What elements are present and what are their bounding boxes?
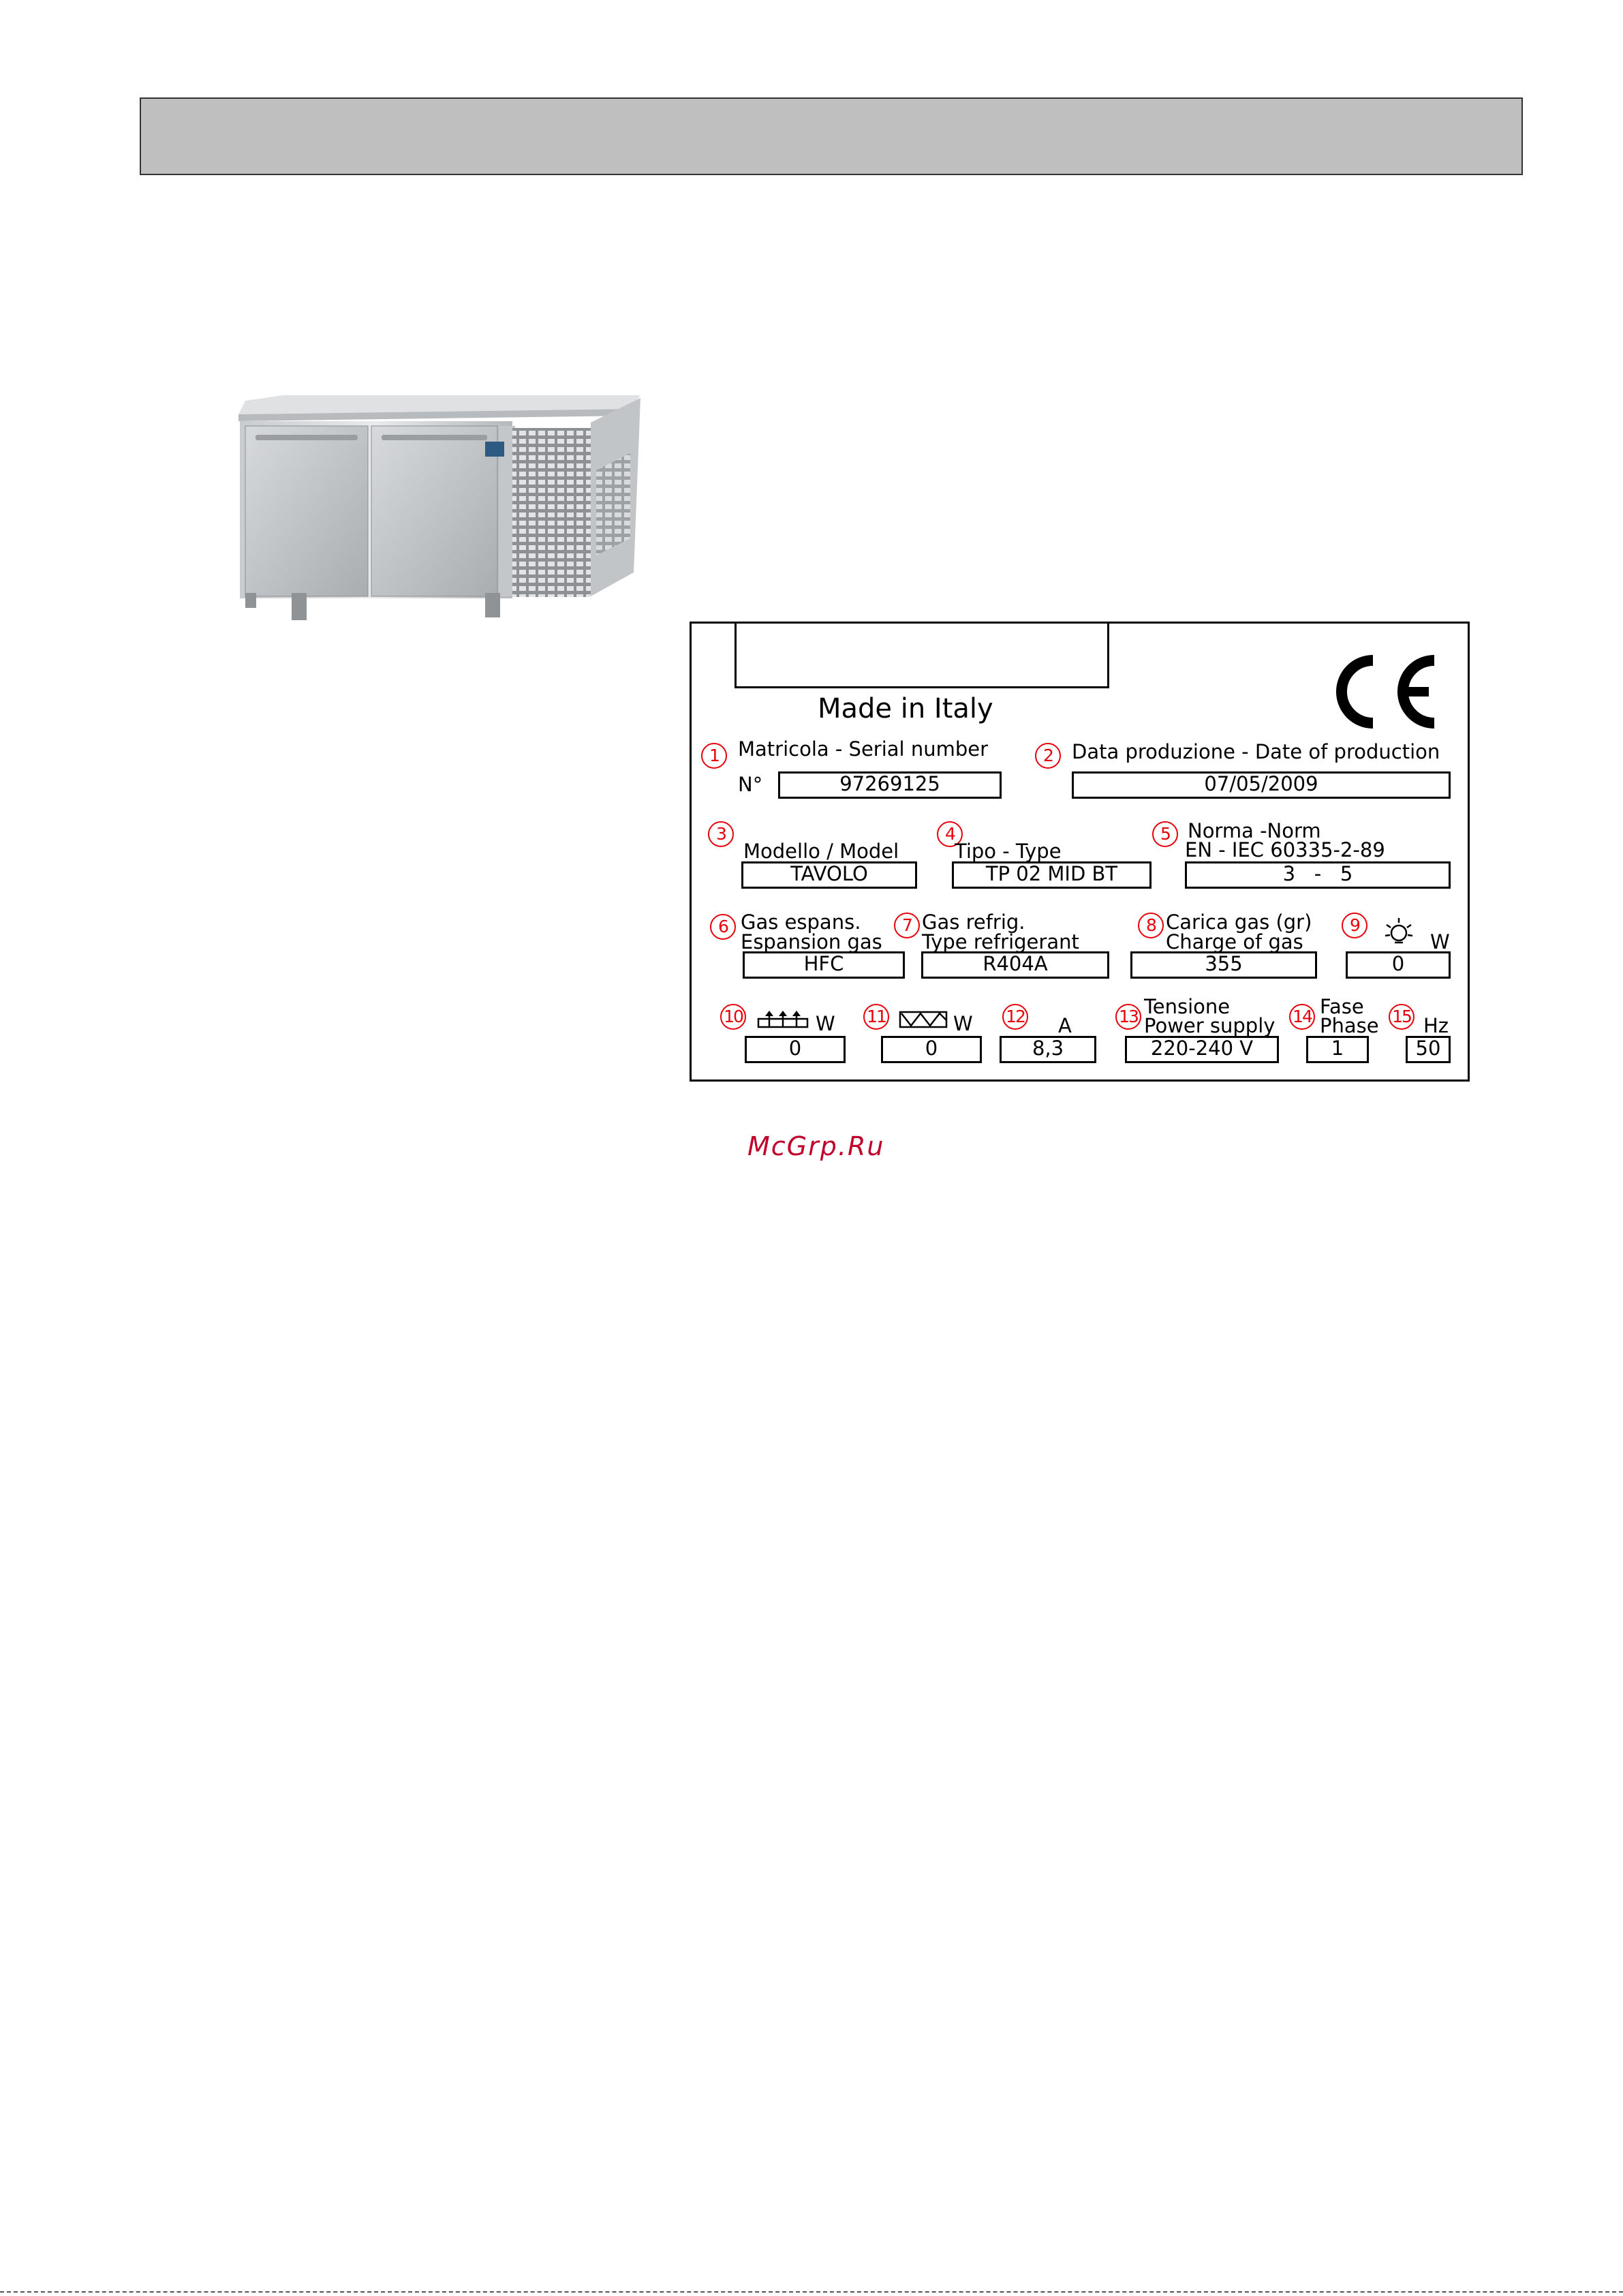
serial-prefix: N° xyxy=(738,773,763,796)
frequency-unit: Hz xyxy=(1423,1014,1449,1037)
header-bar xyxy=(140,97,1523,175)
serial-label: Matricola - Serial number xyxy=(738,737,989,761)
gas-charge-label-2: Charge of gas xyxy=(1166,930,1303,953)
phase-field: 1 xyxy=(1306,1036,1369,1063)
norm-label: Norma -Norm xyxy=(1188,819,1321,842)
refrigerated-counter-image xyxy=(238,395,640,620)
model-label: Modello / Model xyxy=(743,840,899,863)
refrigerant-label-2: Type refrigerant xyxy=(922,930,1079,953)
footer-divider xyxy=(0,2291,1623,2293)
phase-label-1: Fase xyxy=(1320,995,1364,1018)
heater-power-field: 0 xyxy=(745,1036,846,1063)
callout-5: 5 xyxy=(1152,821,1178,847)
light-power-field: 0 xyxy=(1346,951,1451,979)
phase-label-2: Phase xyxy=(1320,1014,1379,1037)
callout-14: 14 xyxy=(1289,1004,1315,1030)
callout-10: 10 xyxy=(720,1004,746,1030)
light-unit: W xyxy=(1430,930,1450,953)
callout-12: 12 xyxy=(1002,1004,1028,1030)
callout-3: 3 xyxy=(708,821,734,847)
current-field: 8,3 xyxy=(1000,1036,1096,1063)
type-field: TP 02 MID BT xyxy=(952,861,1151,889)
norm-field: 3 - 5 xyxy=(1185,861,1451,889)
norm-sub-label: EN - IEC 60335-2-89 xyxy=(1185,838,1385,861)
defrost-power-field: 0 xyxy=(881,1036,982,1063)
light-bulb-icon xyxy=(1385,918,1413,944)
date-label: Data produzione - Date of production xyxy=(1072,740,1440,763)
power-supply-label-1: Tensione xyxy=(1144,995,1231,1018)
date-field: 07/05/2009 xyxy=(1072,771,1451,799)
callout-15: 15 xyxy=(1389,1004,1415,1030)
serial-field: 97269125 xyxy=(778,771,1002,799)
refrigerant-label-1: Gas refrig. xyxy=(922,910,1025,934)
power-supply-field: 220-240 V xyxy=(1125,1036,1279,1063)
callout-1: 1 xyxy=(701,743,727,769)
frequency-field: 50 xyxy=(1406,1036,1451,1063)
callout-9: 9 xyxy=(1342,913,1367,938)
expansion-gas-label-1: Gas espans. xyxy=(741,910,861,934)
current-unit: A xyxy=(1058,1014,1072,1037)
type-label: Tipo - Type xyxy=(955,840,1062,863)
expansion-gas-field: HFC xyxy=(743,951,905,979)
power-supply-label-2: Power supply xyxy=(1144,1014,1276,1037)
watermark: McGrp.Ru xyxy=(747,1131,885,1161)
callout-7: 7 xyxy=(894,913,920,938)
callout-13: 13 xyxy=(1115,1004,1141,1030)
model-field: TAVOLO xyxy=(741,861,917,889)
ce-mark-icon xyxy=(1336,655,1435,729)
rating-plate: Made in Italy 1 Matricola - Serial numbe… xyxy=(690,622,1470,1082)
expansion-gas-label-2: Espansion gas xyxy=(741,930,882,953)
heating-element-icon xyxy=(757,1011,809,1028)
callout-11: 11 xyxy=(863,1004,889,1030)
gas-charge-field: 355 xyxy=(1130,951,1317,979)
callout-2: 2 xyxy=(1035,743,1061,769)
callout-6: 6 xyxy=(710,914,736,940)
gas-charge-label-1: Carica gas (gr) xyxy=(1166,910,1312,934)
manufacturer-logo-box xyxy=(735,624,1109,688)
defrost-resistance-icon xyxy=(899,1011,948,1028)
heater-unit: W xyxy=(816,1012,835,1035)
callout-8: 8 xyxy=(1138,913,1164,938)
refrigerant-field: R404A xyxy=(921,951,1109,979)
defrost-unit: W xyxy=(953,1012,973,1035)
made-in-label: Made in Italy xyxy=(818,693,993,724)
callout-4: 4 xyxy=(937,821,963,847)
